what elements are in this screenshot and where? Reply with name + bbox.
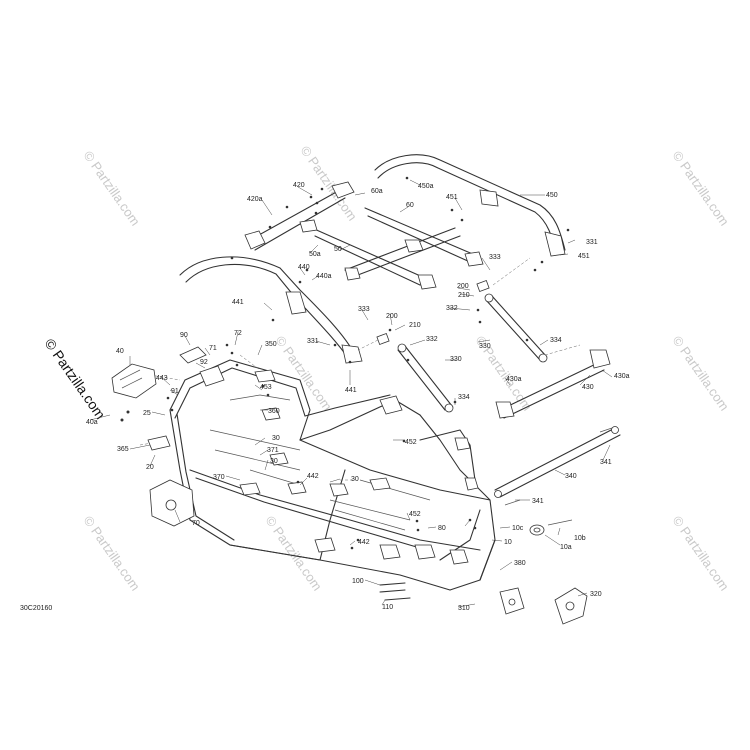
callout-330-right: 330 [479,343,491,350]
callout-441-mid: 441 [345,387,357,394]
callout-380: 380 [514,560,526,567]
watermark-text-strong: © Partzilla.com [42,336,109,422]
callout-453: 453 [260,384,272,391]
callout-420a: 420a [247,196,263,203]
callout-430a-right: 430a [614,373,630,380]
callout-452-mid: 452 [409,511,421,518]
callout-40: 40 [116,348,124,355]
callout-443: 443 [156,375,168,382]
callout-450a: 450a [418,183,434,190]
callout-370: 370 [213,474,225,481]
callout-334-right: 334 [550,337,562,344]
callout-25: 25 [143,410,151,417]
callout-330-mid: 330 [450,356,462,363]
callout-20: 20 [146,464,154,471]
callout-70: 70 [192,520,200,527]
callout-440a: 440a [316,273,332,280]
callout-331-mid: 331 [307,338,319,345]
callout-10: 10 [504,539,512,546]
watermark-text: © Partzilla.com [670,148,733,228]
callout-341-mid: 341 [532,498,544,505]
watermark-text: © Partzilla.com [670,333,733,413]
callout-333-top: 333 [489,254,501,261]
callout-310: 310 [458,605,470,612]
callout-333-mid: 333 [358,306,370,313]
callout-10a: 10a [560,544,572,551]
callout-371: 371 [267,447,279,454]
callout-labels: 420 420a 60a 450a 450 451 60 50 331 451 … [86,182,630,612]
watermark-text: © Partzilla.com [298,143,361,223]
callout-50a: 50a [309,251,321,258]
callout-450: 450 [546,192,558,199]
callout-71: 71 [209,345,217,352]
watermark-text: © Partzilla.com [81,513,144,593]
callout-365: 365 [117,446,129,453]
callout-30-b: 30 [270,458,278,465]
callout-92: 92 [200,359,208,366]
callout-210-top: 210 [458,292,470,299]
callout-110: 110 [382,604,393,611]
callout-334-mid: 334 [458,394,470,401]
callout-72: 72 [234,330,242,337]
watermark-text: © Partzilla.com [273,333,336,413]
callout-91: 91 [171,388,179,395]
callout-10b: 10b [574,535,586,542]
callout-360: 360 [268,408,280,415]
callout-332-top: 332 [446,305,458,312]
main-frame [139,343,496,591]
callout-341-right: 341 [600,459,612,466]
callout-441-top: 441 [232,299,244,306]
callout-442-a: 442 [307,473,319,480]
callout-100: 100 [352,578,364,585]
callout-90: 90 [180,332,188,339]
callout-451-right: 451 [578,253,590,260]
callout-40a: 40a [86,419,98,426]
callout-320: 320 [590,591,602,598]
leader-lines [89,179,613,608]
callout-60: 60 [406,202,414,209]
callout-442-b: 442 [358,539,370,546]
callout-210-mid: 210 [409,322,421,329]
watermark-text: © Partzilla.com [263,513,326,593]
callout-331-right: 331 [586,239,598,246]
callout-10c: 10c [512,525,524,532]
callout-30-a: 30 [272,435,280,442]
loose-parts [111,346,621,625]
callout-200-mid: 200 [386,313,398,320]
callout-452-top: 452 [405,439,417,446]
callout-340: 340 [565,473,577,480]
watermark-text: © Partzilla.com [670,513,733,593]
callout-430: 430 [582,384,594,391]
callout-60a: 60a [371,188,383,195]
callout-30-c: 30 [351,476,359,483]
roll-cage-upper [179,154,611,419]
callout-420: 420 [293,182,305,189]
callout-80: 80 [438,525,446,532]
watermark-text: © Partzilla.com [81,148,144,228]
callout-451-top: 451 [446,194,458,201]
fastener-group [230,176,570,404]
callout-200-top: 200 [457,283,469,290]
drawing-code: 30C20160 [20,605,52,612]
callout-430a-left: 430a [506,376,522,383]
callout-50: 50 [334,246,342,253]
callout-440: 440 [298,264,310,271]
callout-350: 350 [265,341,277,348]
callout-332-mid: 332 [426,336,438,343]
